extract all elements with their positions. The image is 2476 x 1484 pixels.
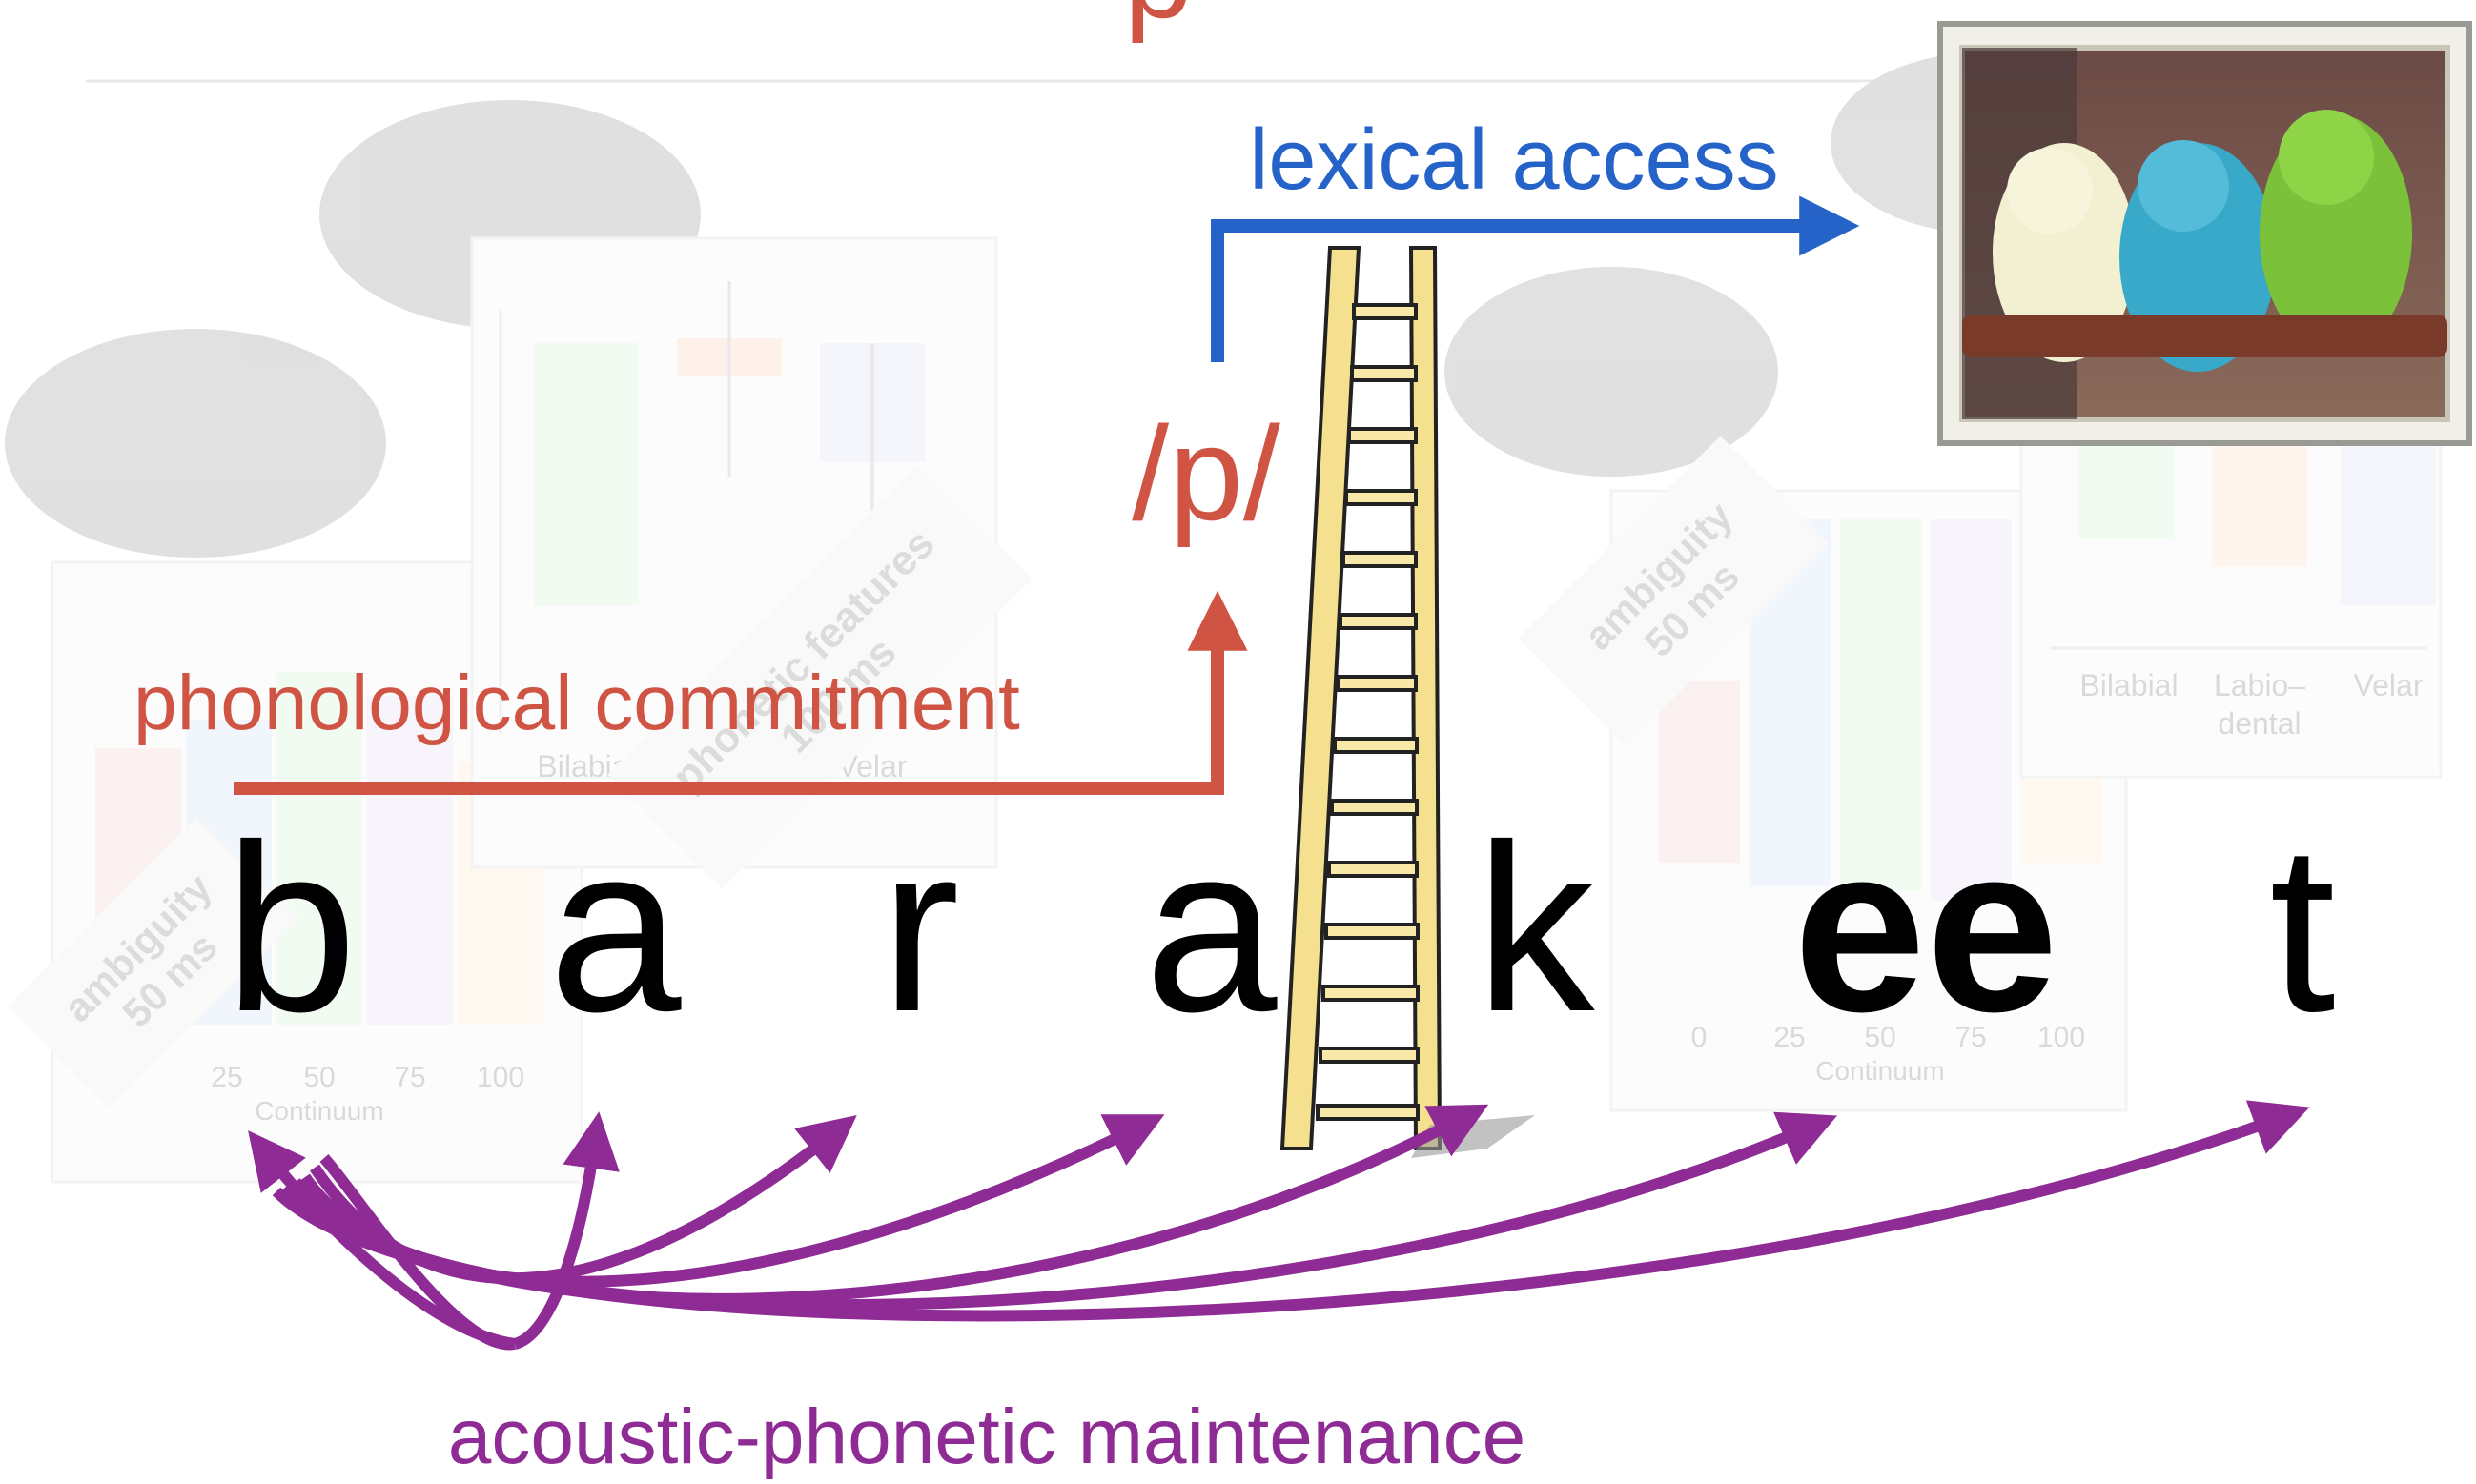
parakeets-photo <box>1937 21 2472 446</box>
right-chart-tick: 100 <box>2037 1022 2085 1053</box>
word-letters: b a r a k ee t <box>224 795 2335 1061</box>
brain-icon <box>319 100 701 329</box>
lexical-access-label: lexical access <box>1249 112 1778 208</box>
maintenance-arrows <box>248 1100 2310 1351</box>
brain-icon <box>5 329 386 558</box>
letter-t: t <box>2269 795 2335 1061</box>
left-chart-tick: 25 <box>211 1062 242 1093</box>
letter-b: b <box>224 795 357 1061</box>
background-figures: 25 50 75 100 Continuum ambiguity 50 ms B… <box>5 52 2443 1184</box>
left-chart-tick: 75 <box>394 1062 425 1093</box>
ladder-icon <box>1279 246 1535 1158</box>
right-chart-tick: 50 <box>1864 1022 1895 1053</box>
phonological-commitment-label: phonological commitment <box>133 660 1020 746</box>
right-chart-axis-label: Continuum <box>1815 1056 1944 1086</box>
right-chart-tick: 25 <box>1773 1022 1805 1053</box>
left-chart-axis-label: Continuum <box>255 1096 383 1126</box>
brain-icon <box>1444 267 1778 477</box>
letter-ee: ee <box>1793 795 2058 1061</box>
far-right-background-chart: Bilabial Labio– Velar dental <box>2019 437 2443 779</box>
right-chart-tick: 75 <box>1954 1022 1986 1053</box>
middle-chart-tick: Bilabial <box>537 749 635 783</box>
middle-chart-tick: Velar <box>838 749 908 783</box>
right-background-chart: 0 25 50 75 100 Continuum ambiguity 50 ms <box>1518 436 2128 1112</box>
title-fragment: p <box>1124 0 1193 44</box>
phonological-commitment-arrow <box>234 590 1248 795</box>
far-right-chart-tick: Bilabial <box>2079 668 2178 702</box>
far-right-chart-tick: Labio– <box>2214 668 2305 702</box>
right-chart-tick: 0 <box>1691 1022 1708 1053</box>
lexical-access-arrow <box>1211 195 1860 362</box>
letter-r: r <box>880 795 959 1061</box>
left-background-chart: 25 50 75 100 Continuum ambiguity 50 ms <box>7 560 583 1184</box>
middle-background-chart: Bilabial Labio- Velar phonetic features … <box>470 236 1033 889</box>
letter-k: k <box>1476 795 1596 1061</box>
letter-a: a <box>1144 795 1278 1061</box>
far-right-chart-tick-sub: dental <box>2218 706 2301 741</box>
left-chart-tick: 50 <box>303 1062 335 1093</box>
left-chart-tick: 100 <box>477 1062 524 1093</box>
phoneme-label: /p/ <box>1132 398 1280 548</box>
acoustic-phonetic-maintenance-label: acoustic-phonetic maintenance <box>448 1393 1525 1480</box>
letter-a: a <box>548 795 682 1061</box>
far-right-chart-tick: Velar <box>2354 668 2424 702</box>
middle-chart-tick: Labio- <box>687 749 772 783</box>
